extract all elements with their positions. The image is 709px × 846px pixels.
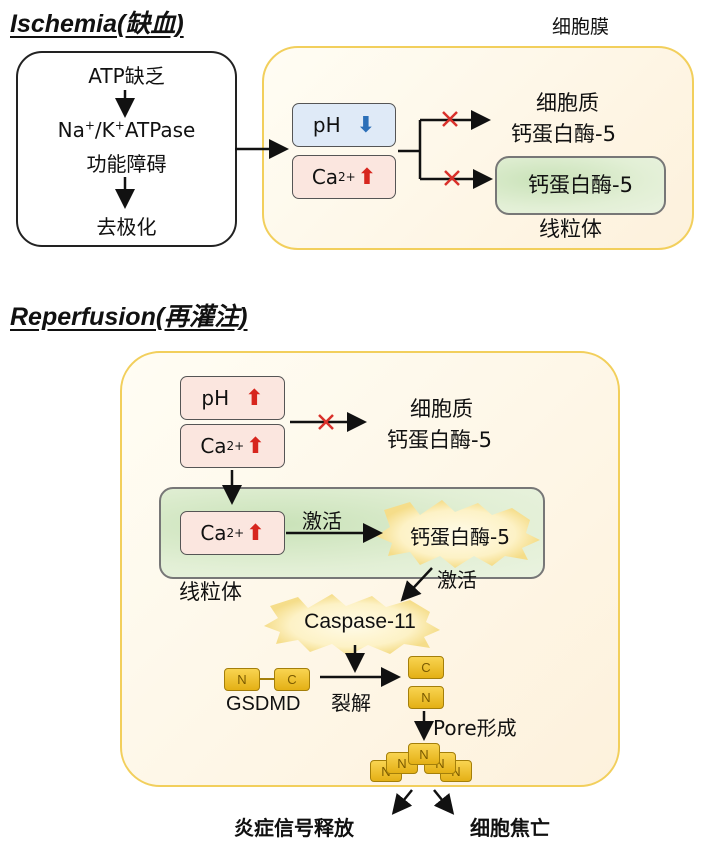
cleavage-label: 裂解 [331, 691, 371, 715]
arrow-to-pyroptosis [433, 789, 455, 815]
ischemia-cell [262, 46, 694, 250]
ph-label-reperfusion: pH [201, 386, 230, 410]
caspase-burst [264, 594, 440, 656]
arrow-to-inflammation [391, 789, 413, 815]
ph-label: pH [312, 113, 341, 137]
cytosol-label: 细胞质 [536, 91, 599, 115]
mitochondrion-label-reperfusion: 线粒体 [179, 580, 242, 604]
ph-chip: pH ⬇ [292, 103, 396, 147]
mitochondrion [495, 156, 666, 215]
depolarization-text: 去极化 [96, 215, 157, 239]
caspase-11-label: Caspase-11 [304, 610, 416, 633]
reperfusion-title: Reperfusion(再灌注) [10, 303, 248, 331]
mito-calcium-label: Ca [200, 521, 227, 545]
up-arrow-icon: ⬆ [246, 433, 265, 459]
block-x-icon [318, 414, 334, 430]
up-arrow-icon: ⬆ [357, 164, 377, 190]
gsdmd-n-block: N [224, 668, 260, 691]
activate-label-2: 激活 [437, 568, 477, 592]
slash-k-text: /K [94, 118, 115, 142]
na-text: Na [57, 118, 85, 142]
cytosol-label-reperfusion: 细胞质 [410, 397, 473, 421]
up-arrow-icon: ⬆ [245, 385, 264, 411]
dysfunction-text: 功能障碍 [86, 152, 167, 176]
up-arrow-icon: ⬆ [246, 520, 265, 546]
branch-arrows [398, 120, 422, 179]
cleaved-n-fragment: N [408, 686, 444, 709]
inflammation-signal-label: 炎症信号释放 [234, 816, 354, 840]
pore-formation-label: Pore形成 [433, 716, 517, 740]
block-x-icon [444, 170, 460, 186]
gsdmd-c-block: C [274, 668, 310, 691]
atpase-text: ATPase [124, 118, 196, 142]
calcium-charge: 2+ [338, 170, 356, 184]
cytosolic-calpain-label-reperfusion: 钙蛋白酶-5 [387, 428, 492, 452]
na-k-atpase-text: Na+/K+ATPase [16, 118, 237, 142]
cell-membrane-label: 细胞膜 [552, 16, 610, 38]
pyroptosis-label: 细胞焦亡 [470, 816, 550, 840]
cytosolic-calpain-label: 钙蛋白酶-5 [511, 122, 616, 146]
activated-calpain-label: 钙蛋白酶-5 [410, 525, 510, 549]
mito-calcium-charge: 2+ [226, 526, 245, 540]
calcium-label: Ca [311, 165, 339, 189]
ischemia-cause-box [16, 51, 237, 247]
arrow-calpain-to-caspase [400, 567, 433, 602]
calcium-charge-reperfusion: 2+ [226, 439, 245, 453]
cleaved-c-fragment: C [408, 656, 444, 679]
ischemia-title: Ischemia(缺血) [10, 10, 184, 38]
gsdmd-label: GSDMD [226, 693, 301, 715]
mitochondrion-label: 线粒体 [539, 217, 602, 241]
mitochondrial-calpain-label: 钙蛋白酶-5 [528, 173, 633, 197]
calcium-label-reperfusion: Ca [200, 434, 227, 458]
block-x-icon [442, 111, 458, 127]
atp-deficiency-text: ATP缺乏 [88, 64, 165, 88]
activated-calpain-burst [376, 500, 540, 568]
na-plus: + [84, 118, 95, 133]
ph-chip-reperfusion: pH ⬆ [180, 376, 285, 420]
activate-label-1: 激活 [302, 509, 342, 533]
k-plus: + [114, 118, 125, 133]
pore-n-block: N [408, 743, 440, 765]
down-arrow-icon: ⬇ [356, 112, 376, 138]
